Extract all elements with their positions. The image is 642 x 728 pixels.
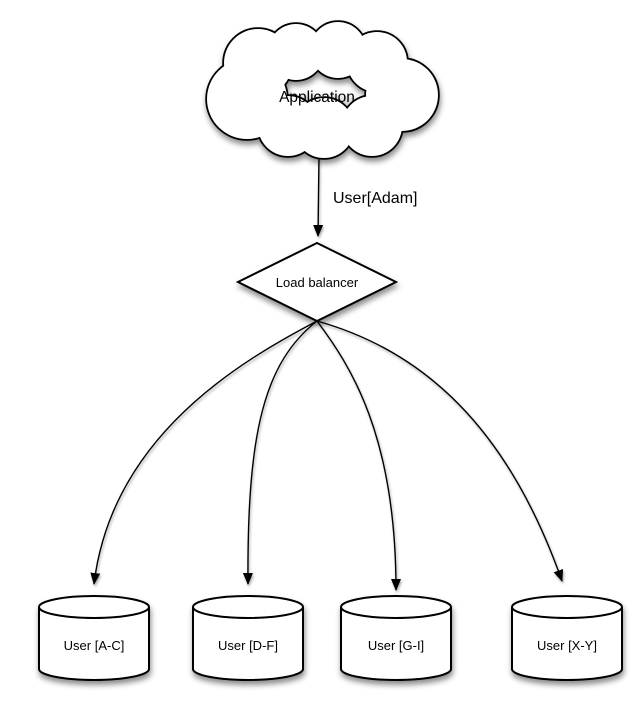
edge-loadbalancer-to-shard-ac: [90, 320, 318, 585]
shard-node-gi: User [G-I]: [340, 595, 452, 681]
application-label: Application: [279, 89, 355, 106]
load-balancer-diamond: [235, 241, 399, 323]
edge-application-to-loadbalancer: [313, 156, 324, 237]
db-cylinder-body: [340, 607, 452, 681]
shard-gi-label: User [G-I]: [368, 638, 424, 653]
db-cylinder-top: [192, 595, 304, 619]
edge-loadbalancer-to-shard-df: [242, 320, 318, 585]
load-balancer-label: Load balancer: [276, 275, 359, 290]
edge-loadbalancer-to-shard-gi: [316, 320, 401, 591]
shard-xy-label: User [X-Y]: [537, 638, 597, 653]
db-cylinder-top: [340, 595, 452, 619]
db-cylinder-body: [192, 607, 304, 681]
edges-layer: [90, 156, 564, 591]
shard-ac-label: User [A-C]: [64, 638, 125, 653]
application-cloud-node: Application: [205, 20, 440, 160]
db-cylinder-top: [511, 595, 623, 619]
cloud-fill: [207, 22, 438, 158]
db-cylinder-body: [511, 607, 623, 681]
shard-node-df: User [D-F]: [192, 595, 304, 681]
shard-df-label: User [D-F]: [218, 638, 278, 653]
edge-loadbalancer-to-shard-xy: [316, 320, 564, 582]
load-balancer-node: Load balancer: [235, 241, 399, 323]
db-cylinder-body: [38, 607, 150, 681]
db-cylinder-top: [38, 595, 150, 619]
shard-node-ac: User [A-C]: [38, 595, 150, 681]
shard-node-xy: User [X-Y]: [511, 595, 623, 681]
request-edge-label: User[Adam]: [333, 190, 417, 207]
